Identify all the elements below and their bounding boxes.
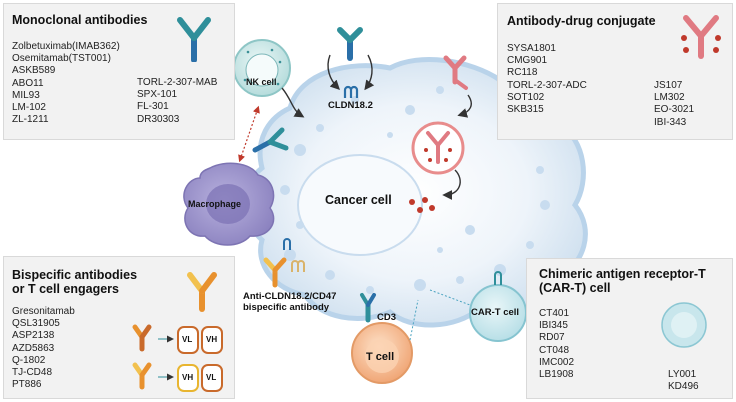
list-item: SKB315 (507, 104, 544, 116)
list-item: ZL-1211 (12, 114, 49, 126)
bispecific-label-2: bispecific antibody (243, 302, 330, 313)
vh-label-2: VH (182, 373, 194, 382)
list-item: ABO11 (12, 77, 44, 89)
bispecific-title-1: Bispecific antibodies (12, 268, 138, 282)
list-item: MIL93 (12, 89, 40, 101)
list-item: IBI345 (539, 320, 568, 332)
nucleus (297, 154, 423, 256)
list-item: LM-102 (12, 102, 46, 114)
list-item: KD496 (668, 381, 699, 393)
list-item: CMG901 (507, 55, 548, 67)
list-item: TORL-2-307-MAB (137, 77, 218, 88)
cldn-receptor (343, 85, 359, 98)
list-item: JS107 (654, 80, 683, 91)
list-item: SYSA1801 (507, 43, 556, 54)
monoclonal-title: Monoclonal antibodies (12, 13, 148, 27)
list-item: LY001 (668, 369, 697, 380)
cart-title-1: Chimeric antigen receptor-T (539, 267, 706, 281)
antibody-icon (177, 17, 211, 62)
cd3-label: CD3 (377, 312, 397, 323)
list-item: IBI-343 (654, 116, 687, 128)
monoclonal-panel: Monoclonal antibodies Zolbetuximab(IMAB3… (3, 3, 235, 140)
bispecific-panel: Bispecific antibodies or T cell engagers… (3, 256, 235, 399)
bispecific-icon (187, 272, 217, 312)
bispecific-antibody-cell (263, 257, 287, 288)
monoclonal-list-col1: Zolbetuximab(IMAB362)Osemitamab(TST001)A… (12, 41, 120, 126)
cancer-cell-label: Cancer cell (325, 193, 392, 207)
cldn-label: CLDN18.2 (328, 100, 373, 111)
list-item: EO-3021 (654, 104, 695, 116)
list-item: ASP2138 (12, 330, 55, 342)
cart-title-2: (CAR-T) cell (539, 281, 611, 295)
list-item: DR30303 (137, 113, 180, 125)
adc-outside (443, 55, 468, 90)
bispecific-title-2: or T cell engagers (12, 282, 119, 296)
list-item: Osemitamab(TST001) (12, 53, 111, 65)
t-cell-label: T cell (366, 351, 395, 363)
engager-icons (132, 324, 223, 392)
cart-cell-label: CAR-T cell (471, 307, 520, 318)
vh-label-1: VH (206, 335, 218, 344)
payload (409, 197, 435, 213)
list-item: Zolbetuximab(IMAB362) (12, 41, 120, 52)
vl-label-1: VL (182, 335, 193, 344)
adc-icon (681, 15, 721, 59)
adc-title: Antibody-drug conjugate (507, 14, 656, 28)
bispecific-label-1: Anti-CLDN18.2/CD47 (243, 291, 337, 302)
list-item: CT401 (539, 308, 570, 319)
list-item: LM302 (654, 92, 685, 104)
list-item: CT048 (539, 344, 570, 356)
top-antibody (337, 27, 363, 61)
macrophage-label: Macrophage (188, 199, 242, 209)
list-item: LB1908 (539, 369, 574, 381)
bridging-antibody (252, 127, 289, 153)
list-item: Q-1802 (12, 354, 46, 366)
list-item: TJ-CD48 (12, 367, 53, 379)
list-item: AZD5863 (12, 342, 55, 354)
vl-label-2: VL (206, 373, 217, 382)
list-item: QSL31905 (12, 318, 60, 330)
list-item: SOT102 (507, 91, 545, 103)
list-item: SPX-101 (137, 89, 178, 101)
list-item: FL-301 (137, 101, 169, 113)
list-item: ASKB589 (12, 65, 56, 77)
internalized-adc (426, 131, 450, 164)
list-item: TORL-2-307-ADC (507, 79, 587, 91)
list-item: RD07 (539, 332, 565, 344)
list-item: RC118 (507, 67, 538, 79)
list-item: PT886 (12, 379, 42, 391)
car-t-cell-icon (661, 302, 707, 348)
cart-panel: Chimeric antigen receptor-T (CAR-T) cell… (526, 258, 733, 399)
list-item: IMC002 (539, 356, 575, 368)
nk-cell-label: NK cell (246, 77, 277, 87)
list-item: Gresonitamab (12, 306, 75, 317)
